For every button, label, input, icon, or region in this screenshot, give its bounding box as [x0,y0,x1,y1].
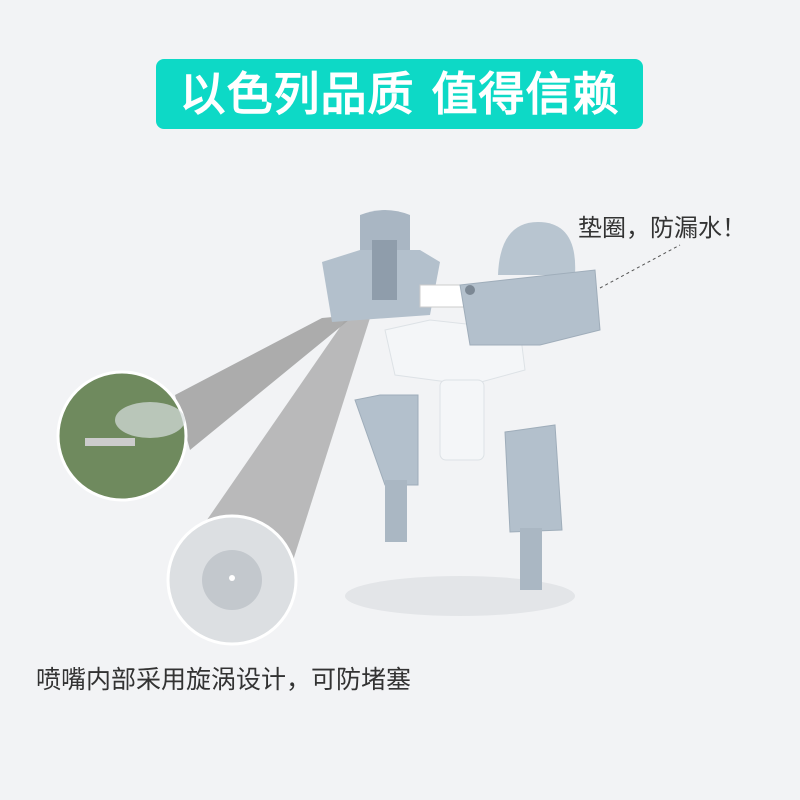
callout-beam-top [175,315,355,450]
washer-pin [465,285,475,295]
title-banner: 以色列品质 值得信赖 [156,59,643,129]
spray-mist [115,402,185,438]
swirl-design-caption: 喷嘴内部采用旋涡设计，可防堵塞 [36,665,412,694]
dome-part [498,222,576,275]
callout-leader-line [599,244,681,289]
right-clip [504,424,563,533]
floor-shadow [345,576,575,616]
washer-ring [459,269,601,346]
nozzle-stem [439,379,485,461]
left-clip [354,394,419,486]
left-barb [385,480,407,542]
washer-callout-text: 垫圈，防漏水！ [578,214,746,242]
right-barb [520,528,542,590]
callout-beam-bottom [200,318,370,570]
spray-pipe [85,438,135,446]
spray-photo-circle [56,370,188,502]
